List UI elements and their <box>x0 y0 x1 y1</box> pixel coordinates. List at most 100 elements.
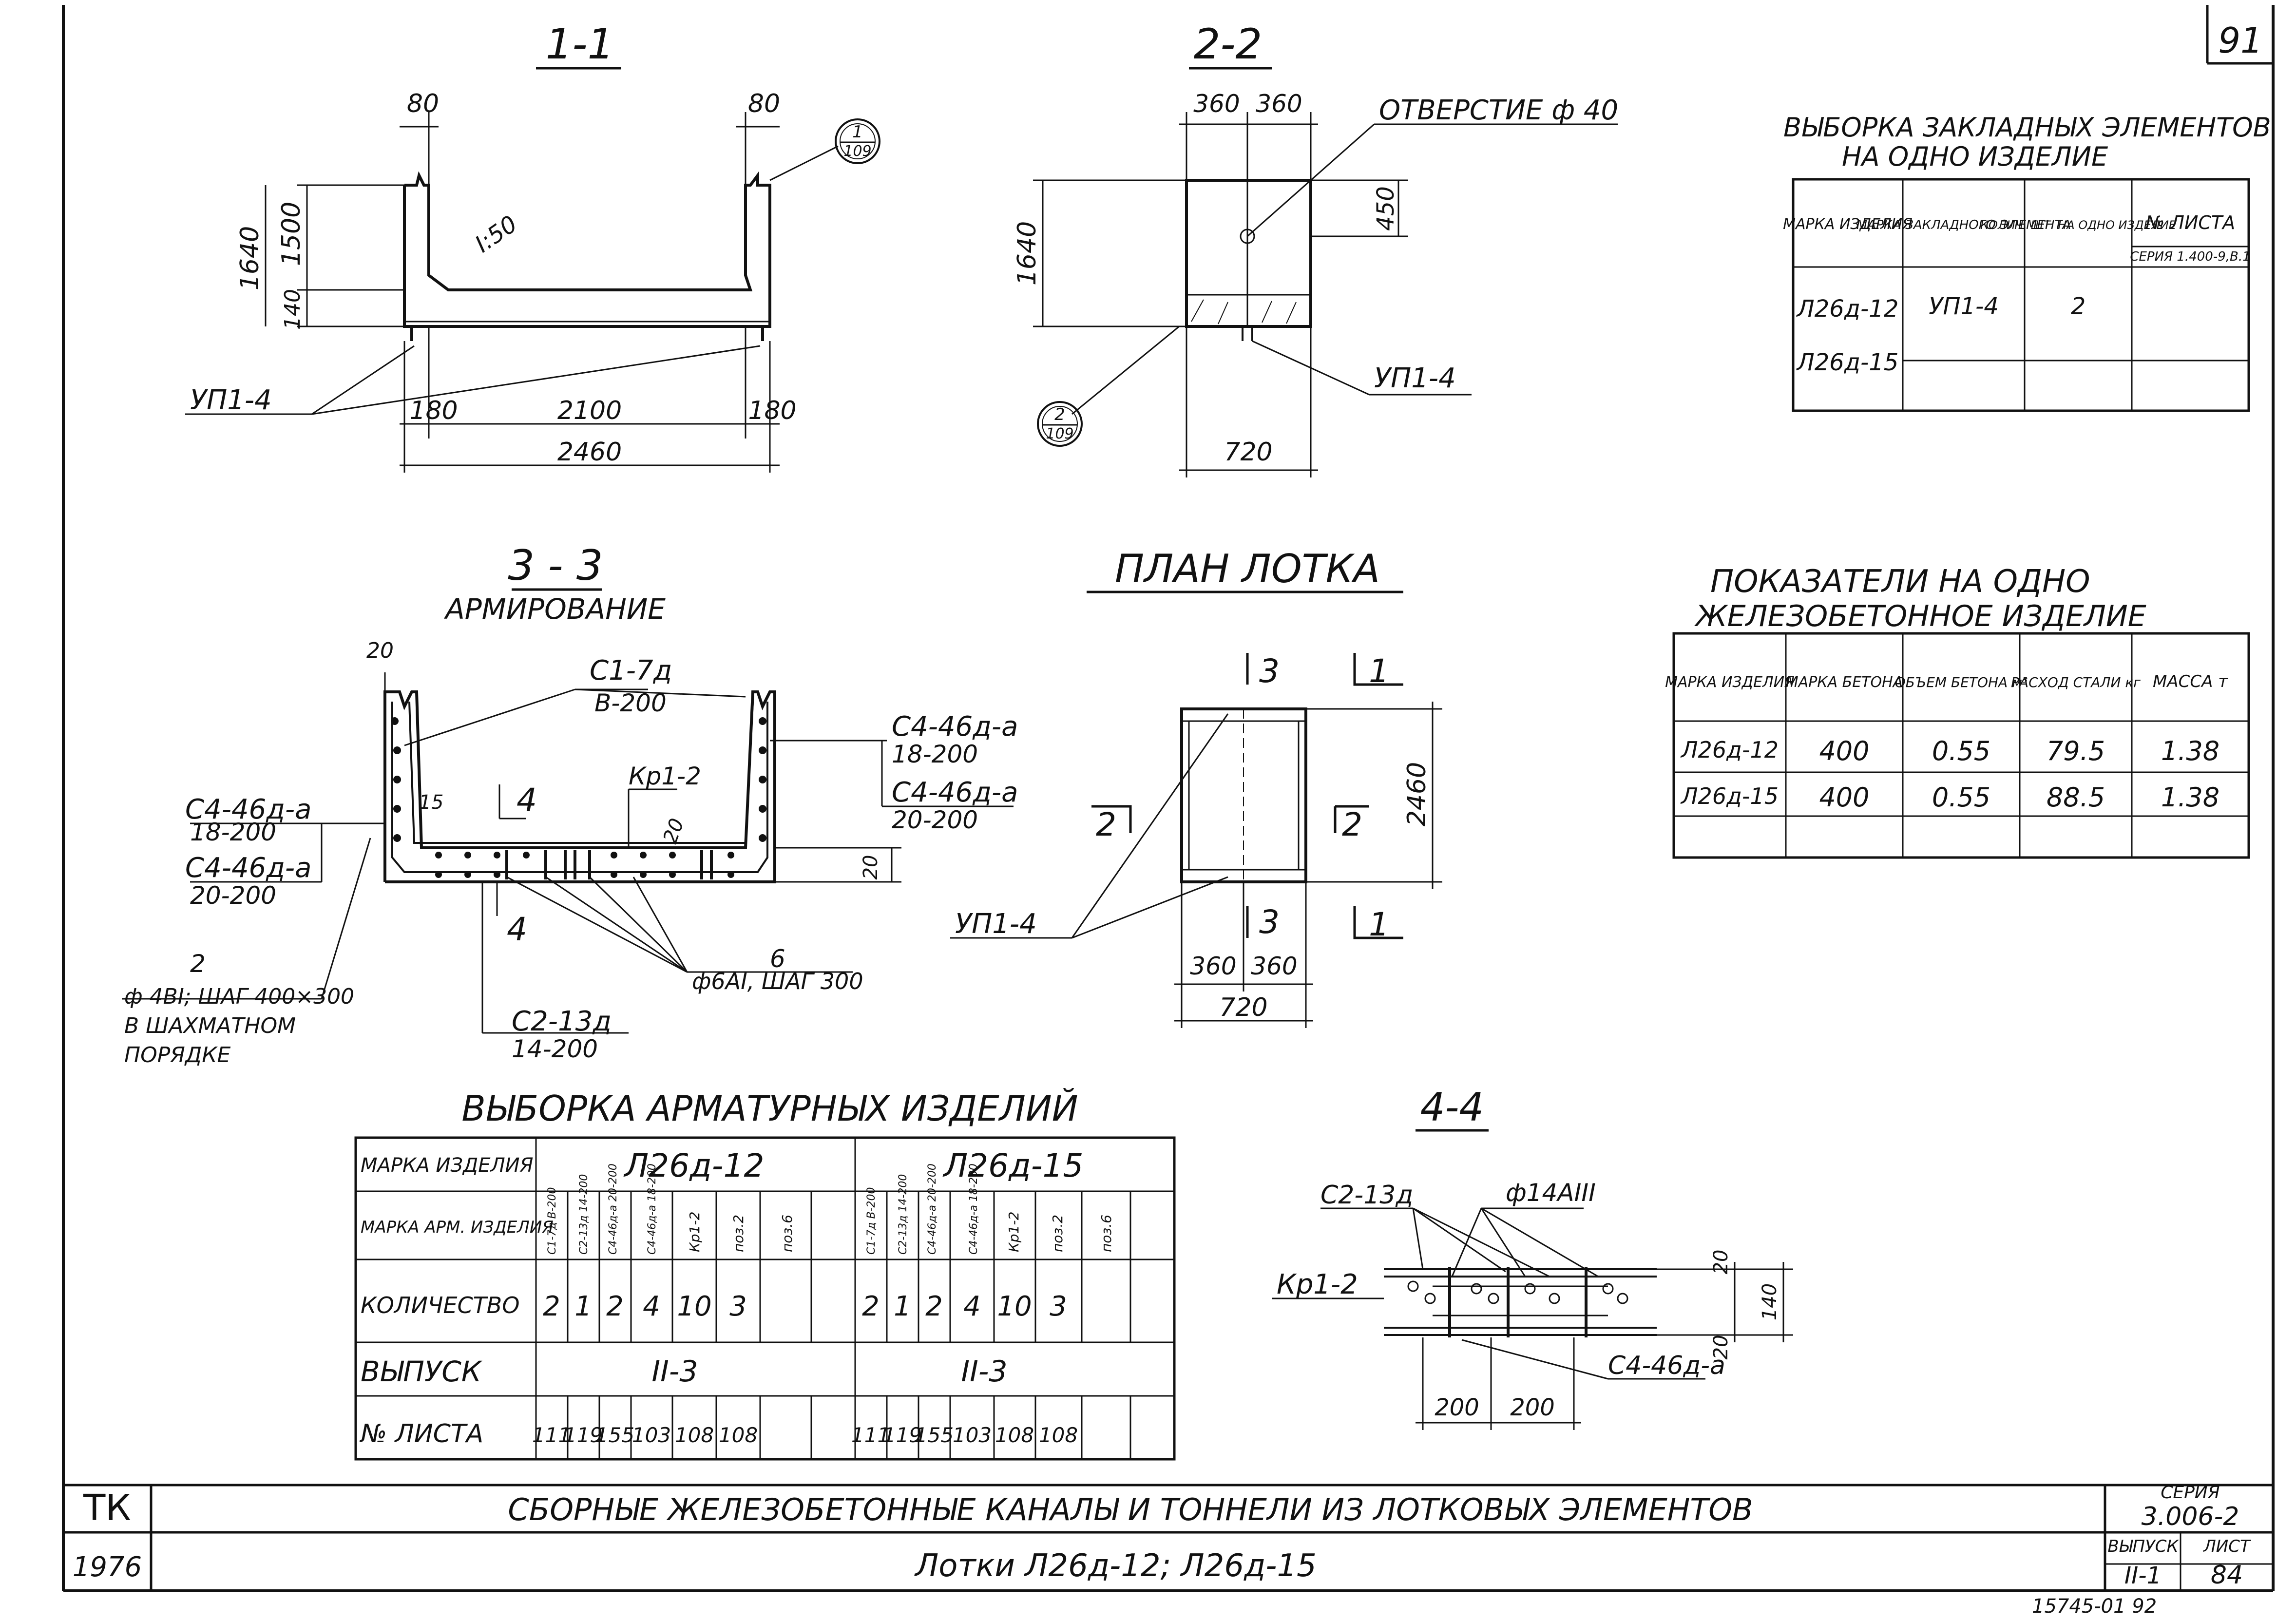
rebar-qty-2-4: 4 <box>963 1291 981 1322</box>
rebar-mark-1-7: поз.6 <box>779 1215 795 1252</box>
section-2-2-dimensions <box>1033 112 1618 477</box>
rebar-sheet-1-3: 155 <box>595 1423 634 1447</box>
indicators-title-2: ЖЕЛЕЗОБЕТОННОЕ ИЗДЕЛИЕ <box>1694 599 2146 633</box>
slope-label: I:50 <box>470 210 522 258</box>
rebar-sheet-1-1: 111 <box>532 1423 571 1447</box>
rebar-sheet-2-1: 111 <box>851 1423 890 1447</box>
dim-20-b: 20 <box>1710 1335 1732 1360</box>
section-2-2-title: 2-2 <box>1194 20 1262 69</box>
dim-180-left: 180 <box>409 396 458 425</box>
ind-header-volume: ОБЪЕМ БЕТОНА м³ <box>1895 674 2028 690</box>
section-1-1: 1-1 80 80 1640 1500 <box>185 20 880 473</box>
sheet-value: 84 <box>2211 1561 2243 1590</box>
ind-row1-volume: 0.55 <box>1932 736 1990 766</box>
emb-header-product: МАРКА ИЗДЕЛИЯ <box>1783 216 1913 233</box>
emb-header-qty: КОЛИЧ. ШТ. НА ОДНО ИЗДЕЛИЕ <box>1980 218 2177 232</box>
label-c4-46d: С4-46д-а <box>1608 1351 1725 1380</box>
title-block: ТК 1976 СБОРНЫЕ ЖЕЛЕЗОБЕТОННЫЕ КАНАЛЫ И … <box>63 1483 2273 1591</box>
section-4-4: 4-4 <box>1272 1085 1793 1430</box>
label-kr1-2: Кр1-2 <box>629 762 701 790</box>
dim-1640: 1640 <box>235 226 265 290</box>
ind-row1-product: Л26д-12 <box>1680 737 1779 763</box>
section-3-3-leaders <box>122 672 1014 1034</box>
dim-2460: 2460 <box>557 438 622 467</box>
plan-cut-3-top: 3 <box>1259 652 1280 690</box>
section-4-4-slab <box>1384 1267 1657 1337</box>
section-3-3-bars <box>391 717 766 878</box>
dim-180-right: 180 <box>748 396 796 425</box>
ind-row2-steel: 88.5 <box>2047 782 2105 813</box>
note2-mark: 2 <box>190 950 206 978</box>
rebar-qty-1-2: 1 <box>574 1291 592 1322</box>
ind-row1-mass: 1.38 <box>2161 736 2219 766</box>
rebar-table: ВЫБОРКА АРМАТУРНЫХ ИЗДЕЛИЙ <box>354 1088 1176 1461</box>
rebar-issue-2: II-3 <box>961 1354 1007 1389</box>
rebar-mark-2-1: С1-7д В-200 <box>865 1187 878 1255</box>
rebar-qty-1-1: 2 <box>543 1291 560 1322</box>
part-up1-4: УП1-4 <box>1374 362 1456 394</box>
plan-title: ПЛАН ЛОТКА <box>1115 546 1380 591</box>
rebar-row-mark: МАРКА АРМ. ИЗДЕЛИЯ <box>361 1218 554 1237</box>
org-code: ТК <box>83 1487 131 1529</box>
ind-row2-product: Л26д-15 <box>1680 783 1779 809</box>
rebar-mark-1-3: С4-46д-а 20-200 <box>607 1163 619 1255</box>
rebar-mark-2-3: С4-46д-а 20-200 <box>926 1163 938 1255</box>
callout-2-109: 2 109 <box>1037 401 1083 447</box>
dim-80-left: 80 <box>407 89 439 118</box>
dim-200-b: 200 <box>1510 1394 1555 1421</box>
dim-1640: 1640 <box>1013 221 1042 286</box>
drawing-title-sub: Лотки Л26д-12; Л26д-15 <box>914 1548 1317 1584</box>
ind-row1-concrete: 400 <box>1819 736 1869 766</box>
label-c4-right-1-step: 18-200 <box>892 740 978 768</box>
rebar-mark-1-5: Кр1-2 <box>687 1212 703 1252</box>
section-3-3-rebar <box>391 701 768 879</box>
plan-dim-720: 720 <box>1219 993 1267 1022</box>
plan-dim-360-a: 360 <box>1190 952 1236 980</box>
rebar-qty-2-1: 2 <box>862 1291 880 1322</box>
section-1-1-dimensions <box>265 112 780 473</box>
rebar-qty-1-6: 3 <box>729 1291 747 1322</box>
indicators-table: ПОКАЗАТЕЛИ НА ОДНО ЖЕЛЕЗОБЕТОННОЕ ИЗДЕЛИ… <box>1665 564 2250 859</box>
indicators-title-1: ПОКАЗАТЕЛИ НА ОДНО <box>1710 564 2090 600</box>
dim-20-mid: 20 <box>659 816 689 847</box>
label-c1-7d-step: В-200 <box>594 689 667 717</box>
note2-line2: В ШАХМАТНОМ <box>124 1013 296 1038</box>
label-c4-right-2-step: 20-200 <box>892 806 978 834</box>
label-c4-left-2: С4-46д-а <box>185 852 311 884</box>
rebar-sheet-1-4: 103 <box>632 1423 671 1447</box>
label-c4-left-1: С4-46д-а <box>185 794 311 825</box>
rebar-col-product: МАРКА ИЗДЕЛИЯ <box>361 1154 533 1177</box>
rebar-row-qty: КОЛИЧЕСТВО <box>361 1292 519 1318</box>
emb-header-sheet: № ЛИСТА <box>2144 212 2235 233</box>
ind-row2-volume: 0.55 <box>1932 782 1990 813</box>
part-up1-4: УП1-4 <box>190 384 272 416</box>
rebar-mark-1-4: С4-46д-а 18-200 <box>646 1163 658 1255</box>
callout-2-top: 2 <box>1054 405 1065 424</box>
hole-label: ОТВЕРСТИЕ ф 40 <box>1379 95 1618 126</box>
plan-dimensions <box>950 702 1442 1028</box>
embedded-title-1: ВЫБОРКА ЗАКЛАДНЫХ ЭЛЕМЕНТОВ <box>1783 112 2271 143</box>
dim-2100: 2100 <box>557 396 622 425</box>
rebar-sheet-2-6: 108 <box>1039 1423 1078 1447</box>
dim-360-a: 360 <box>1193 90 1240 118</box>
rebar-mark-2-7: поз.6 <box>1098 1215 1114 1252</box>
section-4-4-title: 4-4 <box>1420 1085 1484 1130</box>
note6-mark: 6 <box>770 945 785 973</box>
series-value: 3.006-2 <box>2142 1502 2239 1531</box>
ind-header-mass: МАССА т <box>2153 672 2228 691</box>
dim-200-a: 200 <box>1435 1394 1479 1421</box>
callout-1-109: 1 109 <box>835 118 880 164</box>
dim-140: 140 <box>1759 1283 1781 1320</box>
rebar-product-1: Л26д-12 <box>623 1147 764 1184</box>
section-1-1-title: 1-1 <box>546 20 614 69</box>
ind-row1-steel: 79.5 <box>2047 736 2105 766</box>
note6-text: ф6АI, ШАГ 300 <box>692 968 863 994</box>
emb-row2-product: Л26д-15 <box>1796 349 1899 376</box>
rebar-mark-1-6: поз.2 <box>730 1215 746 1252</box>
dim-20-a: 20 <box>1710 1250 1732 1275</box>
section-1-1-outline <box>403 171 771 341</box>
rebar-sheet-2-2: 119 <box>883 1423 922 1447</box>
label-c2-13d-step: 14-200 <box>512 1035 598 1063</box>
rebar-qty-1-5: 10 <box>677 1291 711 1322</box>
